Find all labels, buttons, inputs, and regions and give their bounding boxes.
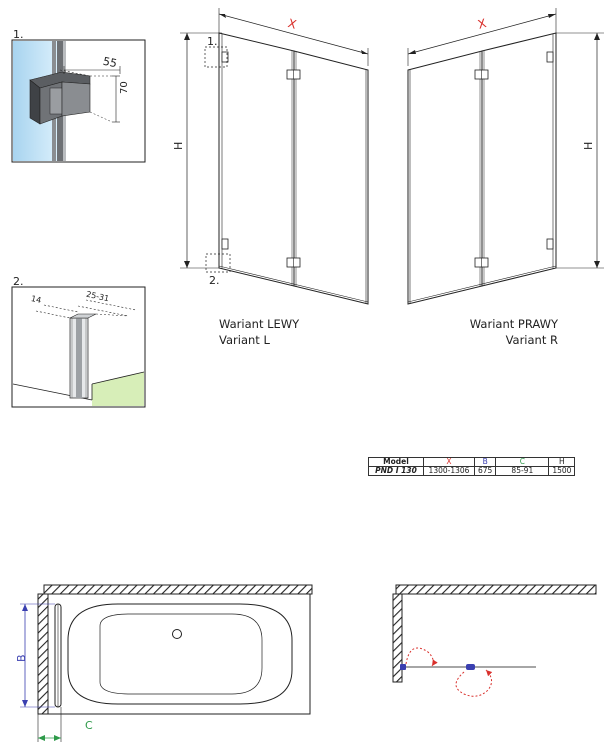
dim-14: 14 [30,294,43,305]
wall-hinge-top [221,51,229,63]
wall-hatch-top [43,584,313,595]
right-panel-fixed [481,32,557,287]
variant-right-drawing [407,8,604,305]
bathtub-basin-inner [99,613,263,695]
spec-cell-model: PND I 130 [368,466,424,476]
bathtub-rim [47,593,311,715]
dim-h-right: H [582,141,595,150]
dim-70: 70 [119,81,130,94]
swing-plan-view [392,584,597,697]
callout-box-1 [204,46,228,68]
variant-left-drawing [180,8,369,305]
spec-cell-x: 1300-1306 [423,466,475,476]
hinge-barrel [49,87,63,115]
wall-hinge-marker [400,664,406,670]
dim-55: 55 [101,54,119,71]
spec-table: Model X B C H PND I 130 1300-1306 675 85… [368,457,576,476]
drain-icon [172,629,182,639]
dim-h-left: H [172,141,185,150]
callout-ref-1: 1. [207,35,218,48]
wall-hinge-bottom [221,238,229,250]
detail-2-profile [11,286,146,408]
wall-hatch-left [37,593,49,715]
detail-1-hinge [11,39,146,163]
right-panel-folding [407,50,483,305]
callout-box-2 [205,253,231,273]
variant-right-line1: Wariant PRAWY [469,317,558,331]
bathtub-top-view [20,584,313,742]
left-panel-folding [293,50,369,305]
detail-2-label: 2. [13,275,24,288]
spec-cell-c: 85-91 [495,466,550,476]
variant-right-line2: Variant R [505,333,558,347]
detail-1-label: 1. [13,28,24,41]
dim-b: B [15,654,28,662]
variant-left-line2: Variant L [219,333,270,347]
dim-c: C [85,719,93,732]
detail-2-floor [92,372,144,406]
left-panel-fixed [218,32,295,287]
callout-ref-2: 2. [209,274,220,287]
variant-left-line1: Wariant LEWY [219,317,300,331]
table-row: PND I 130 1300-1306 675 85-91 1500 [368,466,576,476]
bathtub-basin-outer [67,603,293,705]
spec-cell-b: 675 [473,466,497,476]
fold-hinge-marker [466,664,475,670]
spec-cell-h: 1500 [548,466,576,476]
